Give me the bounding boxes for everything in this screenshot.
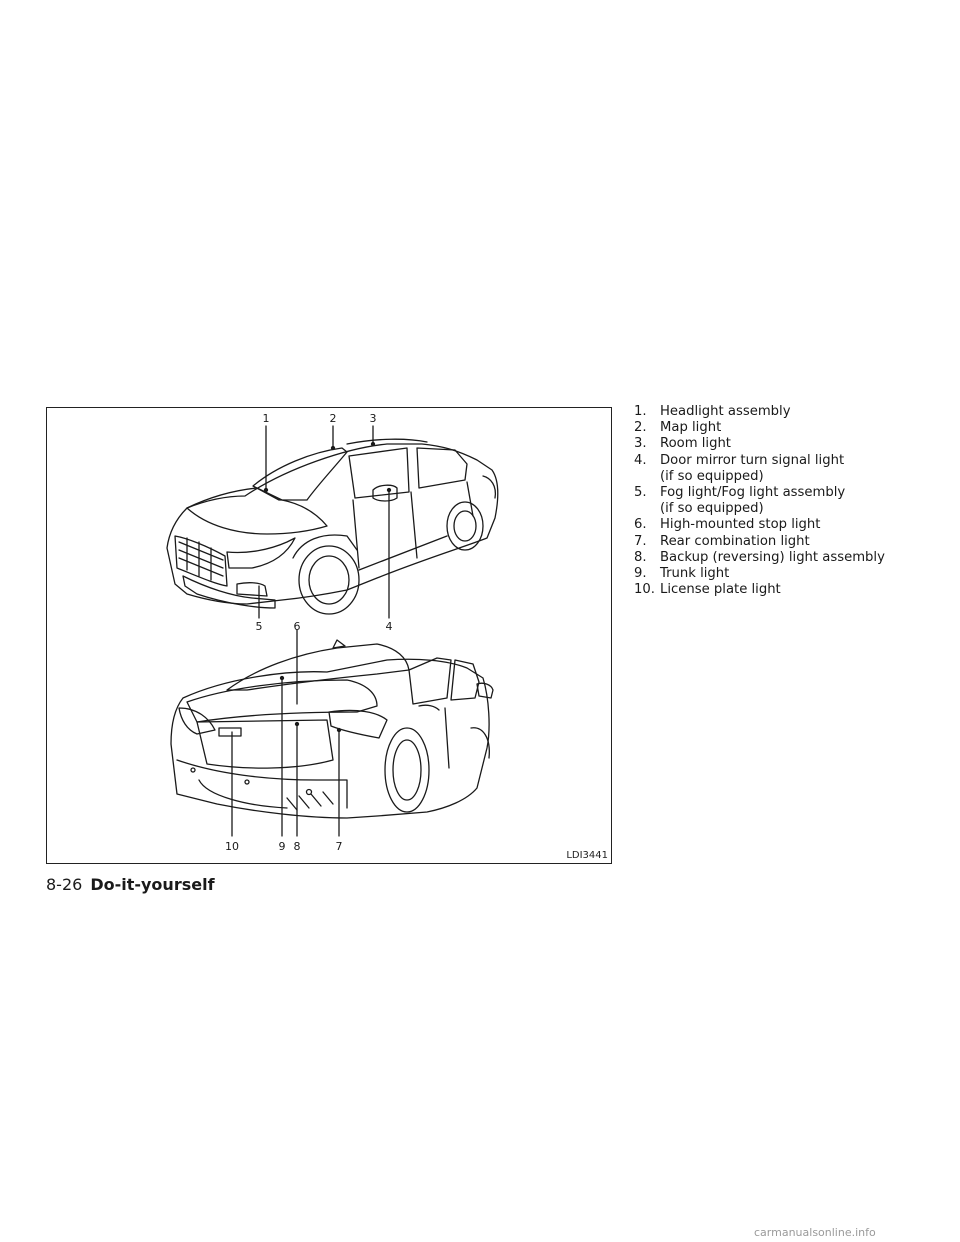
legend-item: 2. Map light	[634, 420, 934, 436]
legend-item-number: 1.	[634, 404, 647, 419]
legend-item-label: High-mounted stop light	[660, 517, 821, 533]
legend-item: 9. Trunk light	[634, 566, 934, 582]
legend-item-text: Fog light/Fog light assembly(if so equip…	[660, 485, 934, 517]
legend-item-text: Headlight assembly	[660, 404, 934, 420]
legend-item-label: Door mirror turn signal light	[660, 452, 845, 468]
legend-item-label: Room light	[660, 436, 731, 452]
legend-item-text: Rear combination light	[660, 534, 934, 550]
callout-7: 7	[336, 840, 343, 853]
legend-item-number: 5.	[634, 485, 647, 501]
callout-3: 3	[370, 412, 377, 425]
callout-5: 5	[256, 620, 263, 633]
callout-4: 4	[386, 620, 393, 633]
legend-item-label: Backup (reversing) light assembly	[660, 549, 885, 565]
legend-item-note: (if so equipped)	[660, 468, 764, 484]
legend-item-label: Trunk light	[660, 566, 730, 582]
page-number: 8-26	[46, 875, 83, 894]
legend-item-number: 8.	[634, 549, 647, 565]
legend-item: 8. Backup (reversing) light assembly	[634, 550, 934, 566]
legend-item-text: License plate light	[660, 582, 934, 598]
callout-1: 1	[263, 412, 270, 425]
legend-item-text: Trunk light	[660, 566, 934, 582]
legend-item: 1. Headlight assembly	[634, 404, 934, 420]
legend-item: 4. Door mirror turn signal light(if so eq…	[634, 453, 934, 485]
callout-10: 10	[225, 840, 239, 853]
legend-item-text: Map light	[660, 420, 934, 436]
legend-item-label: Fog light/Fog light assembly	[660, 485, 846, 501]
light-legend-list: 1. Headlight assembly 2. Map light 3. Room li…	[634, 404, 934, 598]
legend-item-note: (if so equipped)	[660, 501, 764, 517]
callout-2: 2	[330, 412, 337, 425]
rear-view-car	[170, 629, 494, 837]
legend-item-number: 10.	[634, 582, 655, 598]
callout-9: 9	[279, 840, 286, 853]
figure-code: LDI3441	[566, 850, 608, 861]
legend-item-number: 2.	[634, 420, 647, 436]
legend-item-text: High-mounted stop light	[660, 517, 934, 533]
section-title: Do-it-yourself	[90, 875, 215, 894]
vehicle-light-locations-figure: 1 2 3 4 5 6 7 8 9 10 LDI3441	[46, 407, 612, 864]
callout-6: 6	[294, 620, 301, 633]
callout-8: 8	[294, 840, 301, 853]
watermark: carmanualsonline.info	[754, 1226, 876, 1239]
legend-item-label: Rear combination light	[660, 533, 810, 549]
legend-item-number: 9.	[634, 566, 647, 582]
legend-item-label: License plate light	[660, 582, 781, 598]
legend-item-text: Backup (reversing) light assembly	[660, 550, 934, 566]
legend-item-number: 6.	[634, 517, 647, 533]
legend-item: 6. High-mounted stop light	[634, 517, 934, 533]
legend-item: 7. Rear combination light	[634, 534, 934, 550]
legend-item-label: Map light	[660, 420, 722, 436]
front-view-car	[166, 425, 499, 619]
vehicle-line-drawing: 1 2 3 4 5 6 7 8 9 10	[166, 412, 499, 853]
legend-item: 3. Room light	[634, 436, 934, 452]
legend-item: 10. License plate light	[634, 582, 934, 598]
legend-item-text: Room light	[660, 436, 934, 452]
legend-item: 5. Fog light/Fog light assembly(if so equ…	[634, 485, 934, 517]
legend-item-label: Headlight assembly	[660, 404, 791, 419]
page-footer: 8-26 Do-it-yourself	[46, 875, 215, 894]
legend-item-number: 3.	[634, 436, 647, 452]
legend-item-number: 7.	[634, 533, 647, 549]
legend-item-number: 4.	[634, 452, 647, 468]
legend-item-text: Door mirror turn signal light(if so equi…	[660, 453, 934, 485]
